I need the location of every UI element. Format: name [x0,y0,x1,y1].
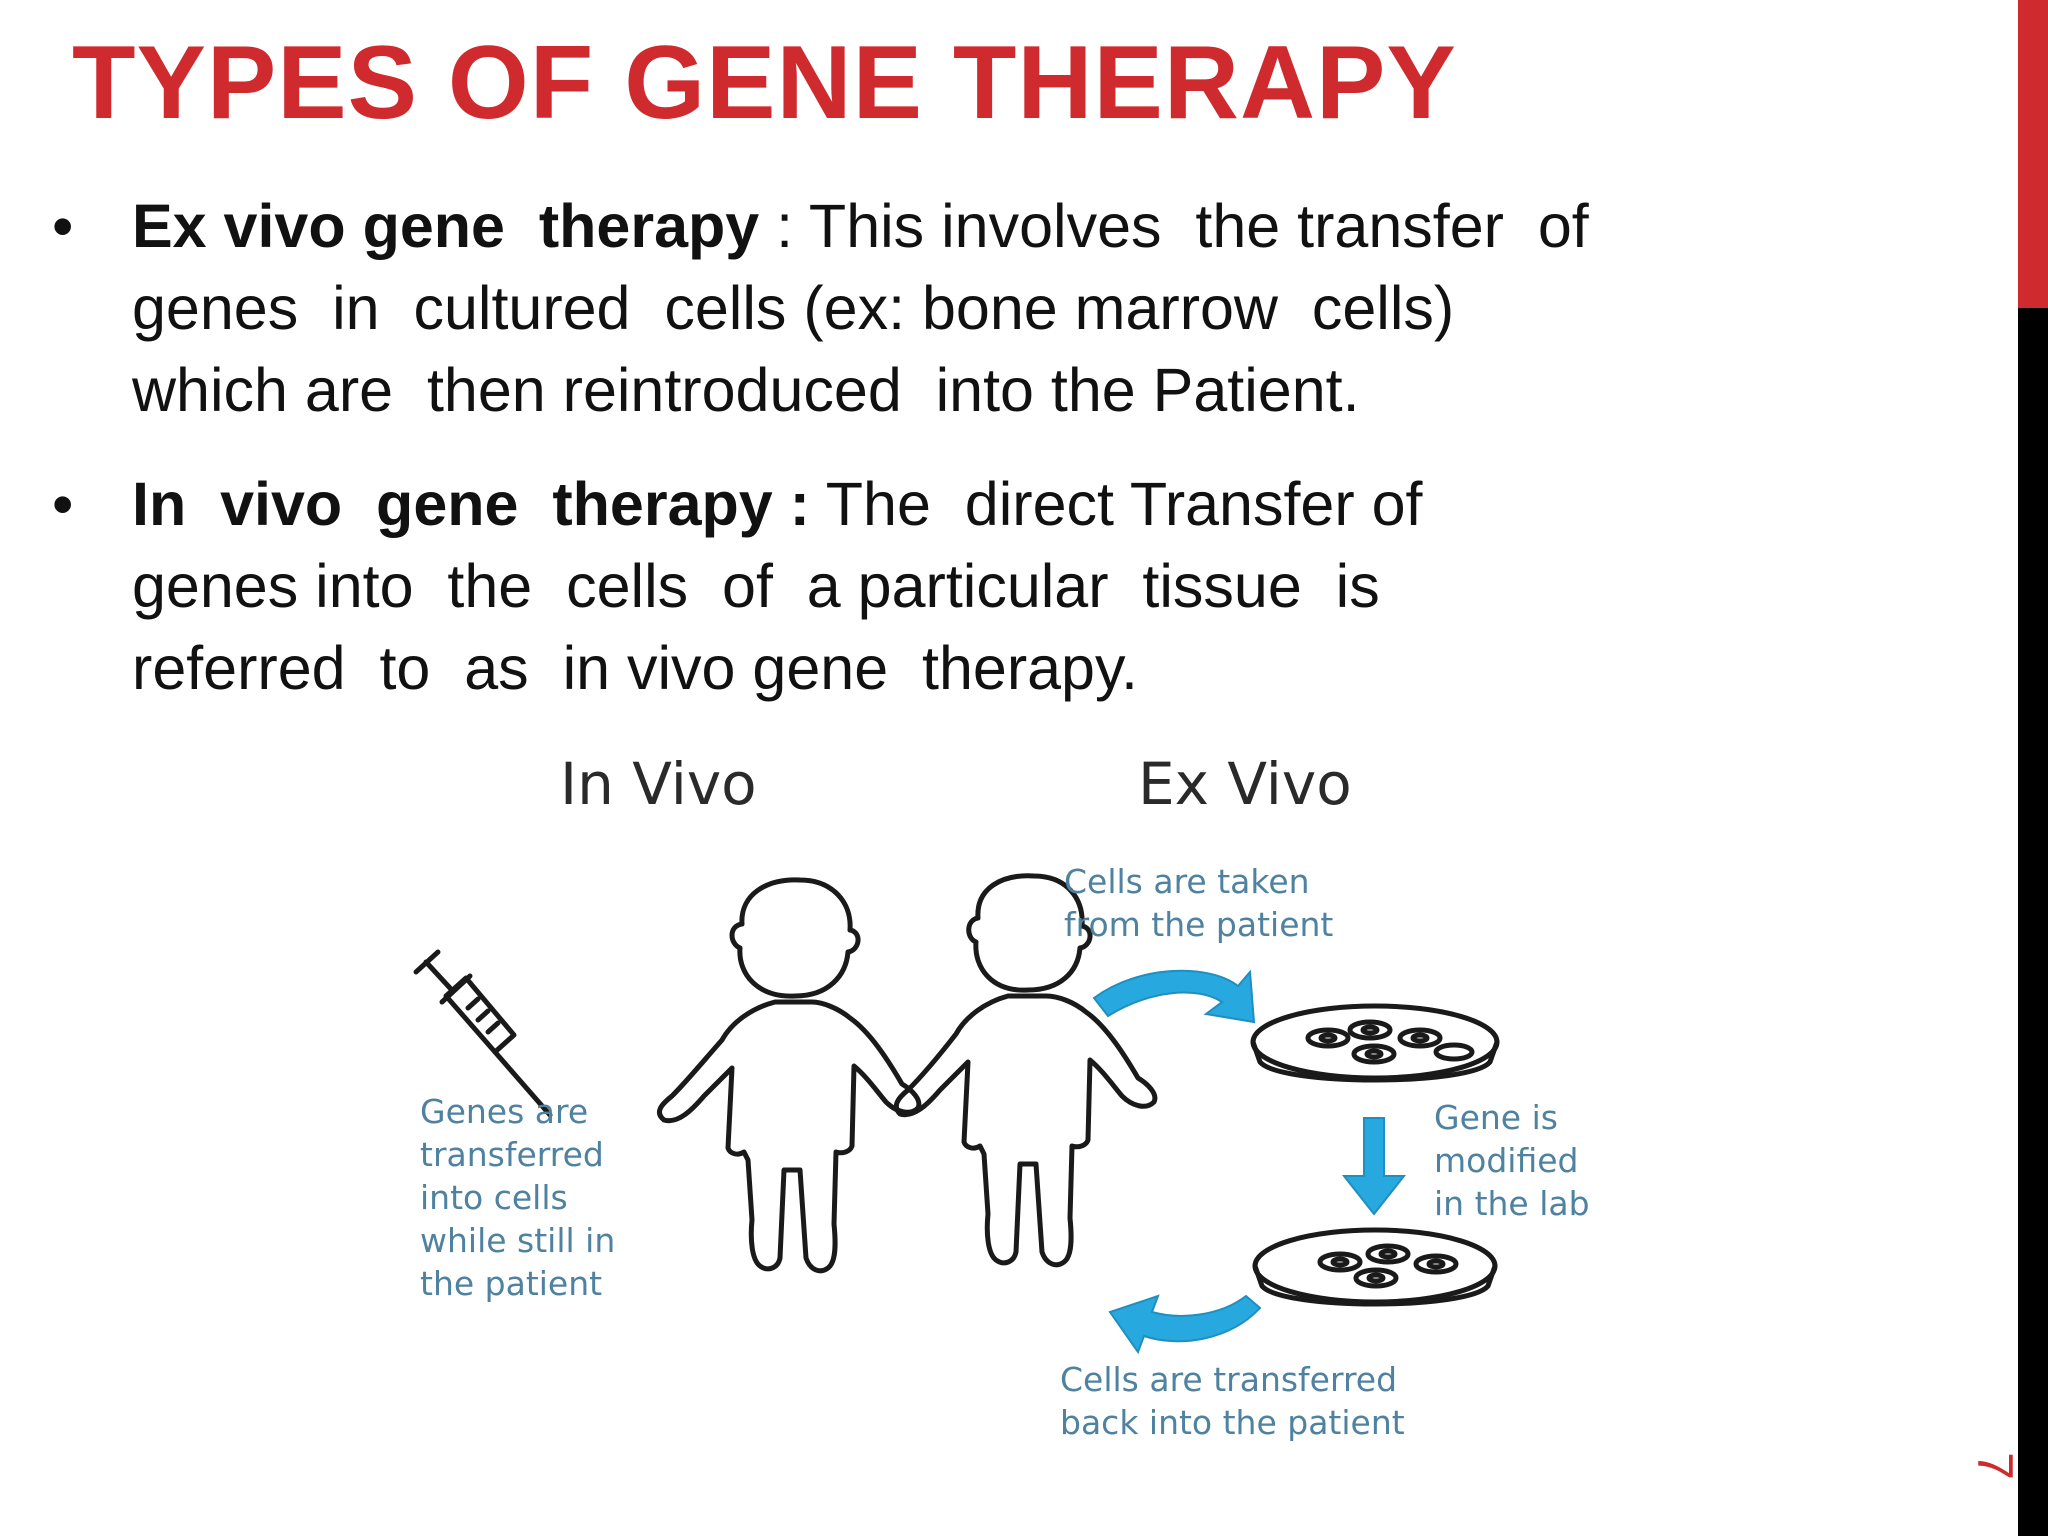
petri-dish-icon [1252,1227,1498,1307]
gene-therapy-figure: In Vivo Ex Vivo Genes are transferred in… [380,740,1680,1460]
ex-vivo-step-2-note: Gene is modified in the lab [1434,1096,1590,1225]
arrow-down-icon [1341,1117,1407,1216]
arrow-back-icon [1108,1294,1262,1355]
bullet-line: genes in cultured cells (ex: bone marrow… [132,274,1455,342]
slide-title: TYPES OF GENE THERAPY [72,25,1457,141]
bullet-term: Ex vivo gene therapy [132,192,760,260]
bullet-text: : This involves the transfer of [759,192,1589,260]
note-line: while still in [420,1221,616,1260]
note-line: in the lab [1434,1184,1590,1223]
note-line: Gene is [1434,1098,1558,1137]
petri-dish-icon [1250,1003,1500,1083]
ex-vivo-step-1-note: Cells are taken from the patient [1064,860,1333,946]
note-line: into cells [420,1178,568,1217]
ex-vivo-heading: Ex Vivo [1138,750,1352,818]
note-line: Genes are [420,1092,589,1131]
child-silhouette-icon [893,873,1158,1268]
slide-number: 7 [1967,1452,2023,1480]
child-silhouette-icon [657,877,922,1274]
arrow-to-dish-icon [1092,969,1256,1024]
figure-artwork [413,873,1500,1355]
note-line: transferred [420,1135,604,1174]
note-line: from the patient [1064,905,1334,944]
syringe-icon [413,949,553,1118]
bullet-dot-icon: • [52,192,74,260]
bullet-ex-vivo: • Ex vivo gene therapy : This involves t… [40,185,1840,431]
note-line: Cells are taken [1064,862,1310,901]
bullet-list: • Ex vivo gene therapy : This involves t… [40,185,1840,741]
bullet-text: The direct Transfer of [809,470,1423,538]
in-vivo-note: Genes are transferred into cells while s… [420,1090,615,1305]
bullet-line: referred to as in vivo gene therapy. [132,634,1138,702]
side-bar-accent [2018,0,2048,308]
note-line: Cells are transferred [1060,1360,1398,1399]
bullet-line: genes into the cells of a particular tis… [132,552,1380,620]
ex-vivo-step-3-note: Cells are transferred back into the pati… [1060,1358,1405,1444]
in-vivo-heading: In Vivo [560,750,757,818]
bullet-dot-icon: • [52,470,74,538]
note-line: back into the patient [1060,1403,1405,1442]
bullet-term: In vivo gene therapy : [132,470,810,538]
note-line: modified [1434,1141,1579,1180]
bullet-line: which are then reintroduced into the Pat… [132,356,1360,424]
note-line: the patient [420,1264,603,1303]
bullet-in-vivo: • In vivo gene therapy : The direct Tran… [40,463,1840,709]
